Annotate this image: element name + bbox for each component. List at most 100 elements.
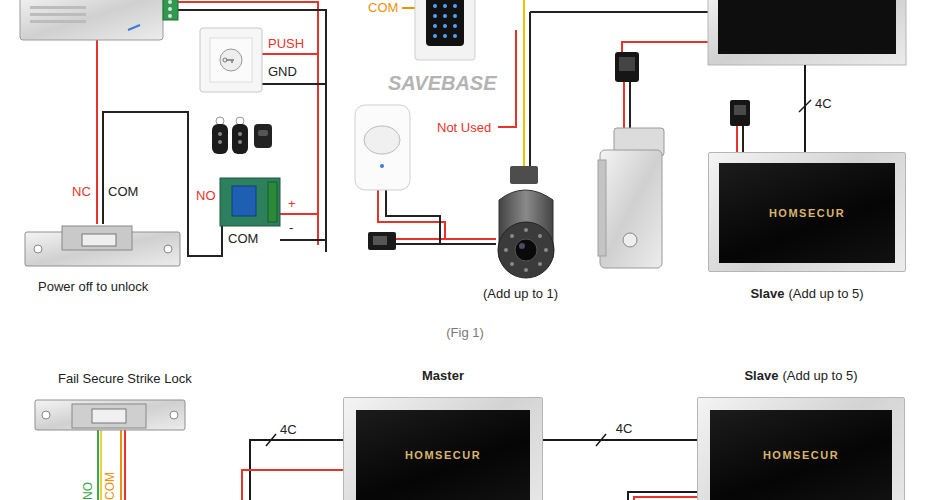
- camera: [524, 228, 528, 232]
- pir-sensor: [380, 164, 384, 168]
- monitor-heading: Slave: [744, 368, 778, 383]
- wire: [529, 12, 531, 168]
- pir-sensor: [364, 126, 400, 154]
- keypad: [433, 4, 437, 8]
- monitor-caption-group: Slave(Add up to 5): [708, 286, 906, 302]
- keypad: [453, 14, 457, 18]
- keypad: [426, 0, 464, 46]
- remote-control: [212, 117, 272, 154]
- note-label-box: (Add up to 1): [483, 286, 558, 301]
- cable-4c: [799, 65, 811, 152]
- power-supply: [20, 0, 163, 40]
- strike-lock: [92, 409, 126, 423]
- exit-button: [210, 38, 252, 82]
- electric-lock: [623, 82, 625, 130]
- pir-sensor: [355, 105, 410, 190]
- power-supply: [163, 0, 178, 20]
- remote-control: [218, 132, 222, 136]
- monitor-heading: (Add up to 5): [782, 368, 857, 383]
- signal-label-box: COM: [368, 0, 398, 15]
- monitor: [718, 0, 896, 54]
- part-name: Fail Secure Strike Lock: [58, 371, 192, 386]
- keypad: [443, 14, 447, 18]
- pin-label: COM: [228, 231, 258, 246]
- strike-lock: [35, 400, 185, 430]
- electric-lock: [623, 233, 637, 247]
- monitor-screen: HOMSECUR: [719, 163, 895, 263]
- camera: [510, 166, 538, 184]
- wire: [124, 430, 126, 500]
- connector-box: [373, 236, 387, 245]
- monitor-node: Slave (Add up to 5) HOMSECUR: [697, 368, 905, 500]
- keypad: [443, 4, 447, 8]
- wire: [498, 30, 516, 127]
- strike-lock: [72, 404, 146, 428]
- remote-control: [212, 124, 228, 154]
- pin-label: +: [288, 196, 296, 211]
- electric-lock: [622, 42, 708, 52]
- wire: [262, 53, 318, 55]
- wire: [628, 492, 697, 500]
- watermark: SAVEBASE: [388, 72, 497, 94]
- pin-label-box: NO: [196, 188, 216, 203]
- strike-lock: [25, 226, 180, 266]
- cable-label: 4C: [815, 96, 832, 111]
- electric-lock: [619, 57, 635, 71]
- cable-label-box: 4C: [614, 421, 635, 436]
- connector-box: [742, 126, 744, 152]
- strike-lock: [82, 234, 116, 246]
- relay-module: [232, 186, 256, 216]
- connector-box: [734, 105, 746, 115]
- camera: [504, 248, 508, 252]
- camera: [498, 166, 554, 278]
- monitor-screen: HOMSECUR: [710, 410, 892, 500]
- monitor-caption: (Add up to 5): [788, 286, 863, 301]
- keypad: [433, 24, 437, 28]
- connector-box: [368, 232, 396, 250]
- keypad: [402, 7, 415, 9]
- wire: [120, 430, 122, 500]
- wire: [97, 430, 99, 500]
- remote-control: [254, 124, 272, 148]
- pir-sensor: [355, 105, 410, 190]
- keypad: [433, 34, 437, 38]
- monitor-screen: HOMSECUR: [356, 410, 530, 500]
- connector-box: [368, 232, 396, 250]
- pin-label: COM: [103, 472, 117, 500]
- note-label: Power off to unlock: [38, 279, 148, 294]
- strike-lock: [170, 411, 178, 419]
- wire: [378, 190, 445, 239]
- brand-logo: HOMSECUR: [405, 449, 481, 461]
- cable-label: 4C: [280, 422, 297, 437]
- keypad: [415, 0, 475, 60]
- monitor-frame: HOMSECUR: [708, 152, 906, 272]
- electric-lock: [598, 42, 708, 268]
- electric-lock: [600, 150, 662, 268]
- cable-label-box: 4C: [815, 96, 832, 111]
- monitor-frame: HOMSECUR: [697, 397, 905, 500]
- monitor-frame: HOMSECUR: [343, 397, 543, 500]
- wire: [266, 434, 276, 446]
- wire: [396, 243, 496, 245]
- pin-label: COM: [108, 184, 138, 199]
- part-name-box: Fail Secure Strike Lock: [58, 371, 192, 386]
- pin-label: -: [289, 220, 293, 235]
- keypad: [453, 4, 457, 8]
- camera: [544, 248, 548, 252]
- pin-label-box: NC: [72, 184, 91, 199]
- remote-control: [232, 124, 248, 154]
- camera: [538, 234, 542, 238]
- exit-button: [200, 28, 262, 92]
- pin-label: NO: [196, 188, 216, 203]
- signal-label: GND: [268, 64, 297, 79]
- signal-label-box: Not Used: [437, 120, 491, 135]
- remote-control: [238, 140, 242, 144]
- exit-button: [220, 49, 242, 71]
- keypad: [453, 24, 457, 28]
- wire: [178, 10, 326, 252]
- relay-module: [220, 178, 280, 226]
- note-label-box: Power off to unlock: [38, 279, 148, 294]
- monitor: [708, 0, 906, 65]
- brand-logo-group: HOMSECUR: [769, 207, 845, 219]
